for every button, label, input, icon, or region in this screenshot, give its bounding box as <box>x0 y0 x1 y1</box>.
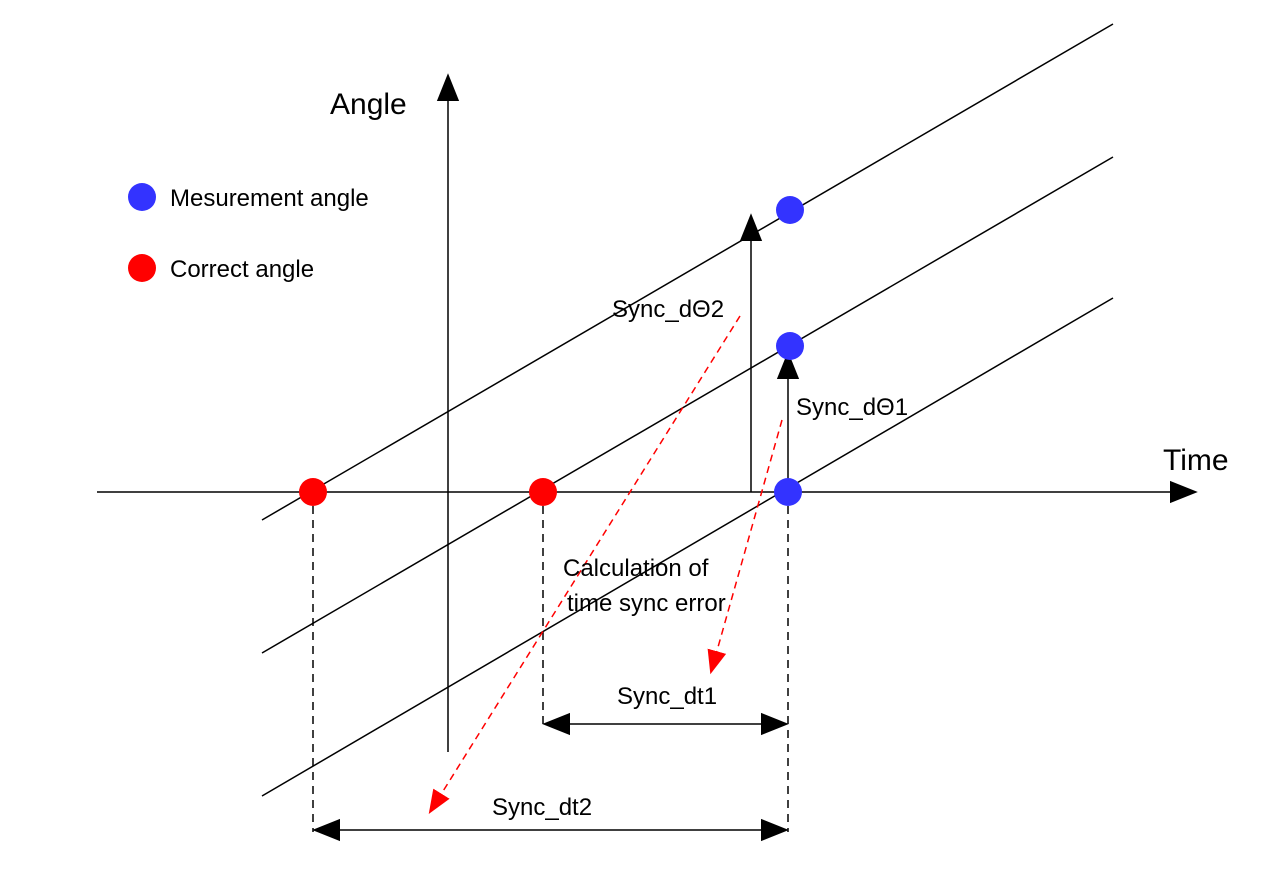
calculation-label-line2: time sync error <box>567 590 726 617</box>
time-axis-label: Time <box>1163 444 1229 477</box>
legend-measurement-label: Mesurement angle <box>170 185 369 212</box>
sync-dt1-label: Sync_dt1 <box>617 683 717 710</box>
slanted-line-bottom <box>261 297 1114 797</box>
measurement-angle-point-middle <box>776 332 804 360</box>
measurement-angle-point-axis <box>774 478 802 506</box>
correct-angle-point-1 <box>299 478 327 506</box>
sync-dt2-label: Sync_dt2 <box>492 794 592 821</box>
slanted-line-middle <box>261 156 1114 654</box>
sync-dtheta1-label: Sync_dΘ1 <box>796 394 908 421</box>
legend-measurement-swatch <box>128 183 156 211</box>
red-dashed-arrow-dtheta2 <box>428 315 741 815</box>
sync-dtheta2-label: Sync_dΘ2 <box>612 296 724 323</box>
legend: Mesurement angle Correct angle <box>128 183 369 283</box>
correct-angle-point-2 <box>529 478 557 506</box>
angle-axis-label: Angle <box>330 88 407 121</box>
slanted-line-top <box>261 23 1114 521</box>
legend-correct-label: Correct angle <box>170 256 314 283</box>
red-dashed-arrow-dtheta1 <box>707 419 783 675</box>
measurement-angle-point-top <box>776 196 804 224</box>
legend-correct-swatch <box>128 254 156 282</box>
calculation-label-line1: Calculation of <box>563 555 709 582</box>
